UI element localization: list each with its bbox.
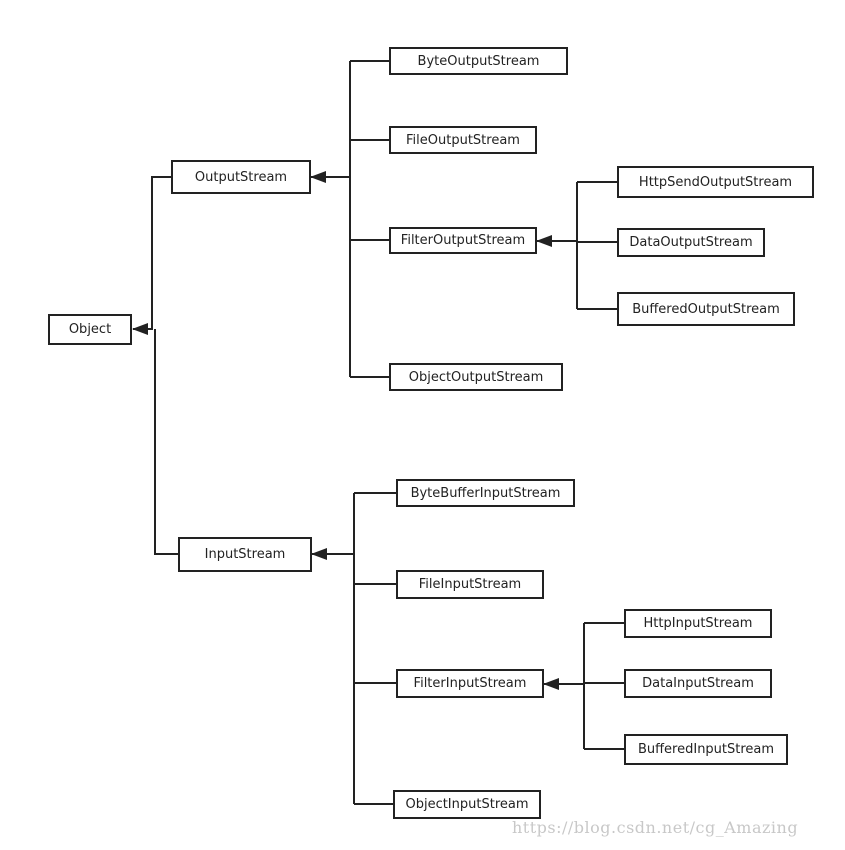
node-byte-buffer-input-stream: ByteBufferInputStream	[396, 479, 575, 507]
node-file-output-stream: FileOutputStream	[389, 126, 537, 154]
node-object-output-stream: ObjectOutputStream	[389, 363, 563, 391]
node-object-input-stream: ObjectInputStream	[393, 790, 541, 819]
node-http-send-output-stream: HttpSendOutputStream	[617, 166, 814, 198]
edge-outputstream-to-object	[132, 176, 171, 335]
node-buffered-input-stream: BufferedInputStream	[624, 734, 788, 765]
node-data-output-stream: DataOutputStream	[617, 228, 765, 257]
node-buffered-output-stream: BufferedOutputStream	[617, 292, 795, 326]
node-object: Object	[48, 314, 132, 345]
watermark-text: https://blog.csdn.net/cg_Amazing	[512, 818, 799, 837]
node-file-input-stream: FileInputStream	[396, 570, 544, 599]
edge-inputstream-to-object	[154, 329, 178, 555]
node-input-stream: InputStream	[178, 537, 312, 572]
node-http-input-stream: HttpInputStream	[624, 609, 772, 638]
node-byte-output-stream: ByteOutputStream	[389, 47, 568, 75]
node-data-input-stream: DataInputStream	[624, 669, 772, 698]
node-output-stream: OutputStream	[171, 160, 311, 194]
node-filter-input-stream: FilterInputStream	[396, 669, 544, 698]
node-filter-output-stream: FilterOutputStream	[389, 227, 537, 254]
